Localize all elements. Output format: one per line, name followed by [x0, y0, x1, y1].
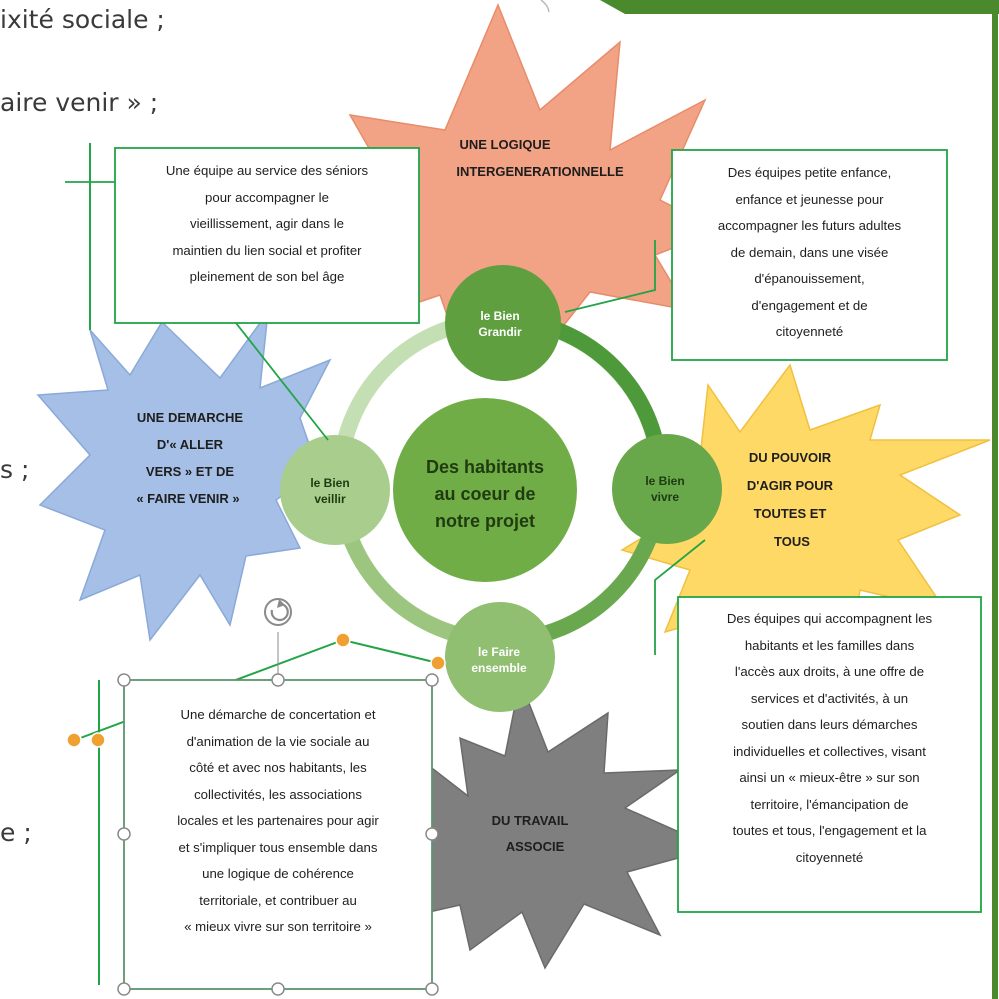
node-bien-grandir — [445, 265, 561, 381]
pouvoir-agir-label-3: TOUTES ET — [754, 506, 827, 521]
box-seniors — [114, 147, 420, 324]
slide-header-band — [600, 0, 999, 14]
center-label-3: notre projet — [435, 511, 535, 531]
node-bien-grandir-label-1: le Bien — [480, 309, 519, 323]
line-start-handle-1[interactable] — [66, 732, 82, 748]
intergen-label-2: INTERGENERATIONNELLE — [456, 164, 624, 179]
resize-handle-bottom-right[interactable] — [425, 982, 439, 996]
center-circle — [393, 398, 577, 582]
resize-handle-top[interactable] — [271, 673, 285, 687]
aller-vers-label-1: UNE DEMARCHE — [137, 410, 244, 425]
travail-associe-label-1: DU TRAVAIL — [492, 813, 569, 828]
aller-vers-burst — [36, 309, 332, 642]
pouvoir-agir-label-2: D'AGIR POUR — [747, 478, 834, 493]
resize-handle-top-right[interactable] — [425, 673, 439, 687]
box-familles-text: Des équipes qui accompagnent les habitan… — [726, 611, 933, 865]
resize-handle-left[interactable] — [117, 827, 131, 841]
pouvoir-agir-label-1: DU POUVOIR — [749, 450, 832, 465]
center-label-2: au coeur de — [434, 484, 535, 504]
box-seniors-text: Une équipe au service des séniors pour a… — [165, 163, 369, 284]
box-jeunesse — [671, 149, 948, 361]
box-jeunesse-text: Des équipes petite enfance, enfance et j… — [717, 165, 902, 339]
node-bien-vivre-label-2: vivre — [651, 490, 679, 504]
line-start-handle-2[interactable] — [90, 732, 106, 748]
node-bien-veillir-label-2: veillir — [314, 492, 346, 506]
resize-handle-top-left[interactable] — [117, 673, 131, 687]
callout-line-jeunesse — [564, 240, 656, 313]
pouvoir-agir-label-4: TOUS — [774, 534, 810, 549]
resize-handle-right[interactable] — [425, 827, 439, 841]
line-vertex-handle[interactable] — [335, 632, 351, 648]
resize-handle-bottom-left[interactable] — [117, 982, 131, 996]
travail-associe-label-2: ASSOCIE — [506, 839, 565, 854]
bullet-text-4: e ; — [0, 818, 32, 847]
aller-vers-label-4: « FAIRE VENIR » — [136, 491, 239, 506]
line-end-handle[interactable] — [430, 655, 446, 671]
box-familles — [677, 596, 982, 913]
aller-vers-label-2: D'« ALLER — [157, 437, 224, 452]
aller-vers-label-3: VERS » ET DE — [146, 464, 234, 479]
node-bien-grandir-label-2: Grandir — [478, 325, 522, 339]
center-label-1: Des habitants — [426, 457, 544, 477]
node-bien-vivre-label-1: le Bien — [645, 474, 684, 488]
node-bien-veillir-label-1: le Bien — [310, 476, 349, 490]
node-faire-ensemble-label-1: le Faire — [478, 645, 520, 659]
bullet-text-3: s ; — [0, 455, 30, 484]
intergen-label-1: UNE LOGIQUE — [459, 137, 550, 152]
node-faire-ensemble — [445, 602, 555, 712]
node-bien-vivre — [612, 434, 722, 544]
bullet-text-1: ixité sociale ; — [0, 5, 165, 34]
callout-line-familles — [654, 539, 706, 655]
node-bien-veillir — [280, 435, 390, 545]
resize-handle-bottom[interactable] — [271, 982, 285, 996]
node-faire-ensemble-label-2: ensemble — [471, 661, 527, 675]
bullet-text-2: aire venir » ; — [0, 88, 159, 117]
rotate-handle[interactable] — [264, 598, 292, 626]
travail-associe-burst — [339, 677, 718, 970]
box-concertation-text: Une démarche de concertation et d'animat… — [177, 707, 379, 934]
